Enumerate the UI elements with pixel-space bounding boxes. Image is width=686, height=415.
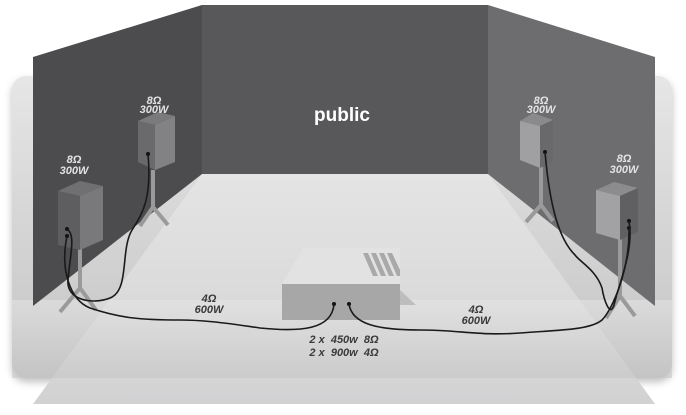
label-speaker-rear-right: 8Ω 300W (527, 95, 557, 116)
label-amplifier-specs: 2 x 450w 8Ω 2 x 900w 4Ω (308, 334, 379, 359)
speaker-rear-right (520, 113, 555, 224)
svg-text:8Ω: 8Ω (617, 153, 632, 165)
label-cable-right: 4Ω 600W (462, 304, 492, 327)
svg-text:2 x 450w 8Ω: 2 x 450w 8Ω (308, 334, 379, 346)
label-cable-left: 4Ω 600W (195, 293, 225, 316)
speaker-front-right (596, 182, 638, 320)
svg-text:8Ω: 8Ω (147, 95, 162, 107)
svg-text:4Ω: 4Ω (201, 293, 217, 305)
svg-text:300W: 300W (60, 165, 90, 177)
label-speaker-front-right: 8Ω 300W (610, 153, 640, 176)
speaker-rear-left (138, 112, 175, 228)
back-wall (202, 5, 488, 174)
svg-text:8Ω: 8Ω (67, 154, 82, 166)
speaker-front-left (58, 181, 103, 314)
svg-text:300W: 300W (527, 104, 557, 116)
cables (63, 151, 631, 335)
amplifier (282, 248, 416, 320)
label-speaker-rear-left: 8Ω 300W (140, 95, 170, 116)
svg-text:2 x 900w 4Ω: 2 x 900w 4Ω (308, 347, 379, 359)
svg-text:300W: 300W (610, 164, 640, 176)
label-speaker-front-left: 8Ω 300W (60, 154, 90, 177)
svg-text:600W: 600W (195, 304, 225, 316)
svg-text:8Ω: 8Ω (534, 95, 549, 107)
svg-text:600W: 600W (462, 315, 492, 327)
svg-text:4Ω: 4Ω (468, 304, 484, 316)
svg-text:300W: 300W (140, 104, 170, 116)
room-title: public (314, 105, 370, 126)
